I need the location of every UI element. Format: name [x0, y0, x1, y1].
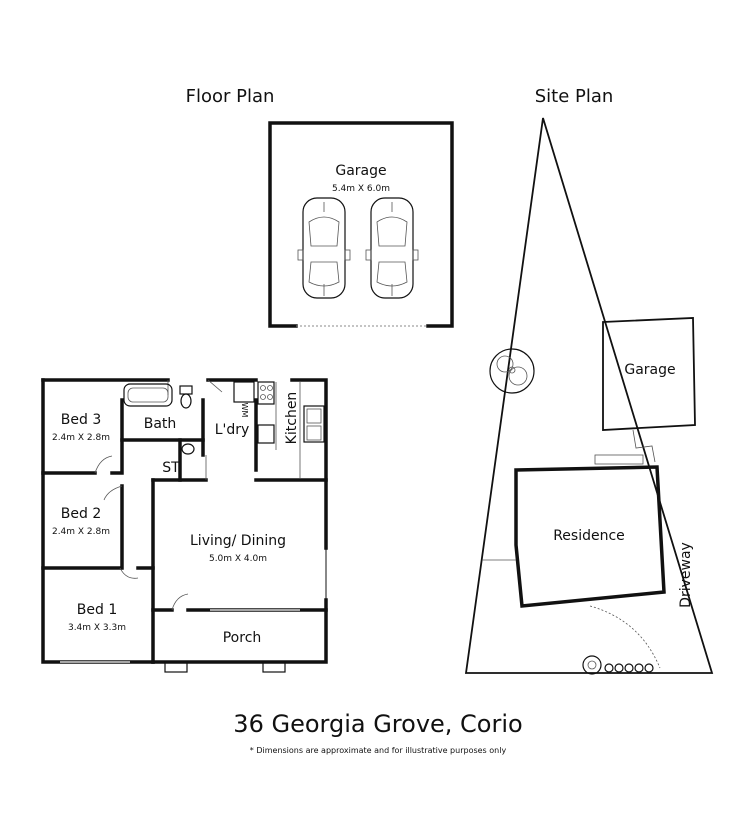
stove-icon [257, 381, 275, 405]
site-garage [602, 317, 696, 431]
laundry-tub-icon [257, 424, 275, 444]
washing-machine-label: WM [240, 403, 249, 418]
site-garage-label: Garage [624, 362, 675, 378]
site-residence [514, 465, 666, 608]
tree-icon [489, 348, 535, 394]
storage-label: ST [162, 460, 180, 476]
living-dining-dims: 5.0m X 4.0m [209, 554, 267, 564]
laundry-label: L'dry [215, 422, 250, 438]
bed3-label: Bed 3 [61, 412, 101, 428]
washing-machine-icon [233, 381, 255, 403]
site-residence-label: Residence [553, 528, 625, 544]
floor-plan-garage: Garage 5.4m X 6.0m [268, 121, 454, 328]
driveway-label: Driveway [678, 542, 694, 608]
kitchen-label: Kitchen [284, 392, 300, 445]
bed1-label: Bed 1 [77, 602, 117, 618]
porch-step [262, 661, 286, 673]
porch-step [164, 661, 188, 673]
living-dining-label: Living/ Dining [190, 533, 286, 549]
dimensions-disclaimer: * Dimensions are approximate and for ill… [250, 746, 507, 755]
site-plan: Garage Residence Driveway [464, 117, 714, 675]
garage-dims: 5.4m X 6.0m [332, 184, 390, 194]
garage-label: Garage [335, 163, 386, 179]
shrub-row-icon [582, 655, 654, 675]
bed3-dims: 2.4m X 2.8m [52, 433, 110, 443]
kitchen-sink-icon [303, 405, 325, 443]
site-plan-heading: Site Plan [535, 86, 614, 107]
property-address: 36 Georgia Grove, Corio [233, 710, 522, 738]
floor-plan-house: Bed 3 2.4m X 2.8m Bed 2 2.4m X 2.8m Bed … [41, 378, 328, 673]
floor-plan-heading: Floor Plan [186, 86, 275, 107]
site-boundary [464, 117, 714, 674]
bed1-dims: 3.4m X 3.3m [68, 623, 126, 633]
car-icon [297, 197, 351, 299]
basin-icon [181, 443, 195, 455]
porch-label: Porch [223, 630, 262, 646]
bed2-dims: 2.4m X 2.8m [52, 527, 110, 537]
toilet-icon [180, 393, 192, 409]
car-icon [365, 197, 419, 299]
bathtub-icon [123, 383, 173, 407]
bed2-label: Bed 2 [61, 506, 101, 522]
bath-label: Bath [144, 416, 177, 432]
